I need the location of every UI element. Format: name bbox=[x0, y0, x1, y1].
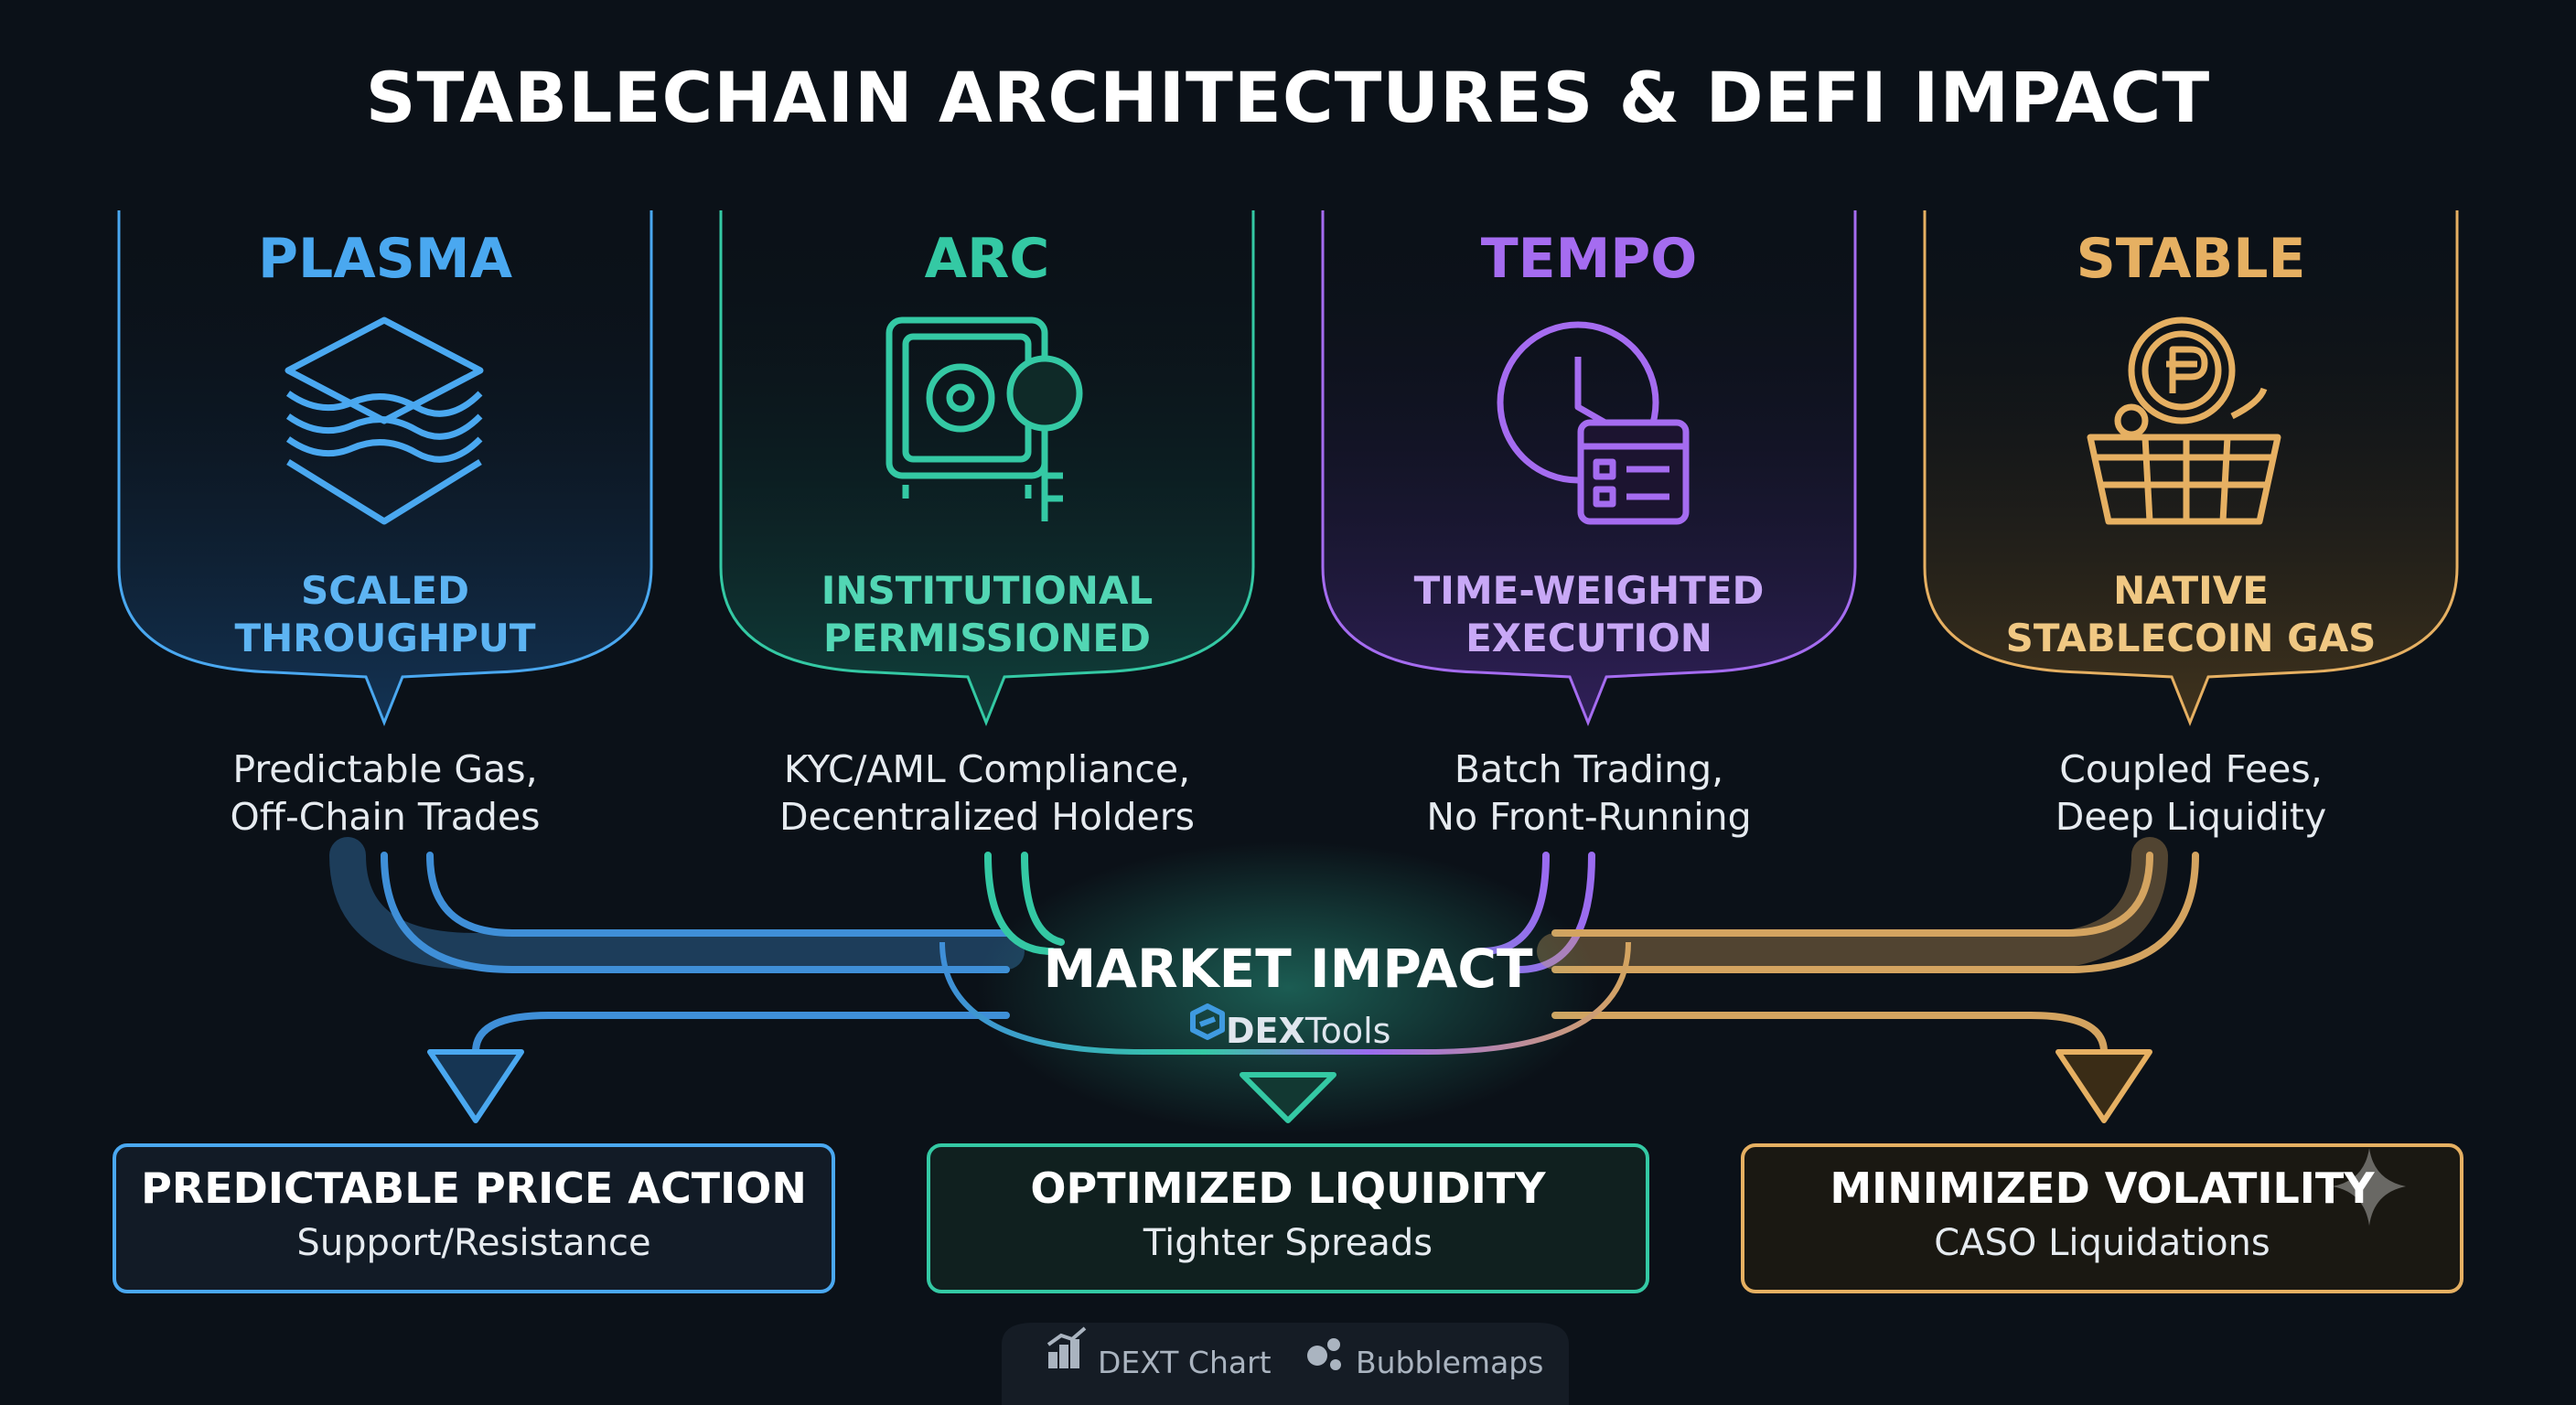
description-line: KYC/AML Compliance, bbox=[783, 747, 1191, 791]
column-subtitle-tempo: TIME-WEIGHTED EXECUTION bbox=[1324, 567, 1854, 662]
column-subtitle-stable: NATIVE STABLECOIN GAS bbox=[1926, 567, 2456, 662]
subtitle-line: SCALED bbox=[301, 568, 469, 613]
flow-lines bbox=[329, 837, 2199, 1056]
safe-key-icon bbox=[886, 316, 1083, 521]
brand-bold: DEX bbox=[1226, 1011, 1305, 1051]
center-band bbox=[939, 941, 1631, 1055]
column-title-arc: ARC bbox=[924, 227, 1050, 291]
outcome-subtitle-price: Support/Resistance bbox=[296, 1222, 651, 1264]
outcome-subtitle-volatility: CASO Liquidations bbox=[1934, 1222, 2270, 1264]
description-line: Batch Trading, bbox=[1454, 747, 1724, 791]
description-line: Decentralized Holders bbox=[779, 795, 1195, 839]
description-line: Deep Liquidity bbox=[2055, 795, 2327, 839]
outcome-box-price bbox=[113, 1143, 835, 1293]
center-glow bbox=[977, 842, 1599, 1134]
column-subtitle-arc: INSTITUTIONAL PERMISSIONED bbox=[722, 567, 1252, 662]
column-title-tempo: TEMPO bbox=[1480, 227, 1698, 291]
outcome-title-price: PREDICTABLE PRICE ACTION bbox=[141, 1164, 807, 1213]
subtitle-line: STABLECOIN GAS bbox=[2005, 616, 2377, 660]
panel-plasma bbox=[117, 210, 653, 727]
description-line: No Front-Running bbox=[1426, 795, 1752, 839]
arrow-right bbox=[2055, 1049, 2152, 1123]
footer-chart-link[interactable]: DEXT Chart bbox=[1098, 1345, 1272, 1380]
outcome-title-liquidity: OPTIMIZED LIQUIDITY bbox=[1030, 1164, 1546, 1213]
clock-browser-icon bbox=[1497, 321, 1690, 525]
subtitle-line: NATIVE bbox=[2113, 568, 2269, 613]
arrow-center bbox=[1240, 1072, 1336, 1123]
panel-stable bbox=[1923, 210, 2459, 727]
subtitle-line: EXECUTION bbox=[1465, 616, 1712, 660]
column-subtitle-plasma: SCALED THROUGHPUT bbox=[120, 567, 650, 662]
dextools-logo-icon bbox=[1190, 1003, 1225, 1040]
column-description-stable: Coupled Fees, Deep Liquidity bbox=[1898, 745, 2484, 841]
column-description-plasma: Predictable Gas, Off-Chain Trades bbox=[92, 745, 678, 841]
footer-bar bbox=[1002, 1323, 1569, 1405]
outcome-box-volatility bbox=[1741, 1143, 2463, 1293]
subtitle-line: INSTITUTIONAL bbox=[821, 568, 1154, 613]
coin-basket-icon bbox=[2087, 316, 2281, 525]
dextools-brand: DEXTools bbox=[1226, 1011, 1390, 1051]
market-impact-label: MARKET IMPACT bbox=[1043, 938, 1533, 1000]
description-line: Off-Chain Trades bbox=[230, 795, 541, 839]
column-description-arc: KYC/AML Compliance, Decentralized Holder… bbox=[694, 745, 1280, 841]
panel-arc bbox=[719, 210, 1255, 727]
bubbles-icon bbox=[1307, 1338, 1341, 1370]
arrow-left bbox=[427, 1049, 524, 1123]
column-title-stable: STABLE bbox=[2076, 227, 2306, 291]
outcome-subtitle-liquidity: Tighter Spreads bbox=[1143, 1222, 1433, 1264]
column-description-tempo: Batch Trading, No Front-Running bbox=[1296, 745, 1882, 841]
description-line: Predictable Gas, bbox=[232, 747, 538, 791]
outcome-box-liquidity bbox=[927, 1143, 1649, 1293]
column-title-plasma: PLASMA bbox=[258, 227, 512, 291]
subtitle-line: TIME-WEIGHTED bbox=[1413, 568, 1765, 613]
brand-light: Tools bbox=[1304, 1011, 1391, 1051]
footer-bubblemaps-link[interactable]: Bubblemaps bbox=[1356, 1345, 1544, 1380]
outcome-title-volatility: MINIMIZED VOLATILITY bbox=[1830, 1164, 2375, 1213]
subtitle-line: PERMISSIONED bbox=[823, 616, 1151, 660]
page-title: STABLECHAIN ARCHITECTURES & DEFI IMPACT bbox=[365, 57, 2211, 138]
sparkle-icon bbox=[2333, 1148, 2406, 1226]
description-line: Coupled Fees, bbox=[2059, 747, 2323, 791]
layers-icon bbox=[284, 316, 484, 525]
chart-icon bbox=[1046, 1326, 1087, 1368]
subtitle-line: THROUGHPUT bbox=[234, 616, 536, 660]
